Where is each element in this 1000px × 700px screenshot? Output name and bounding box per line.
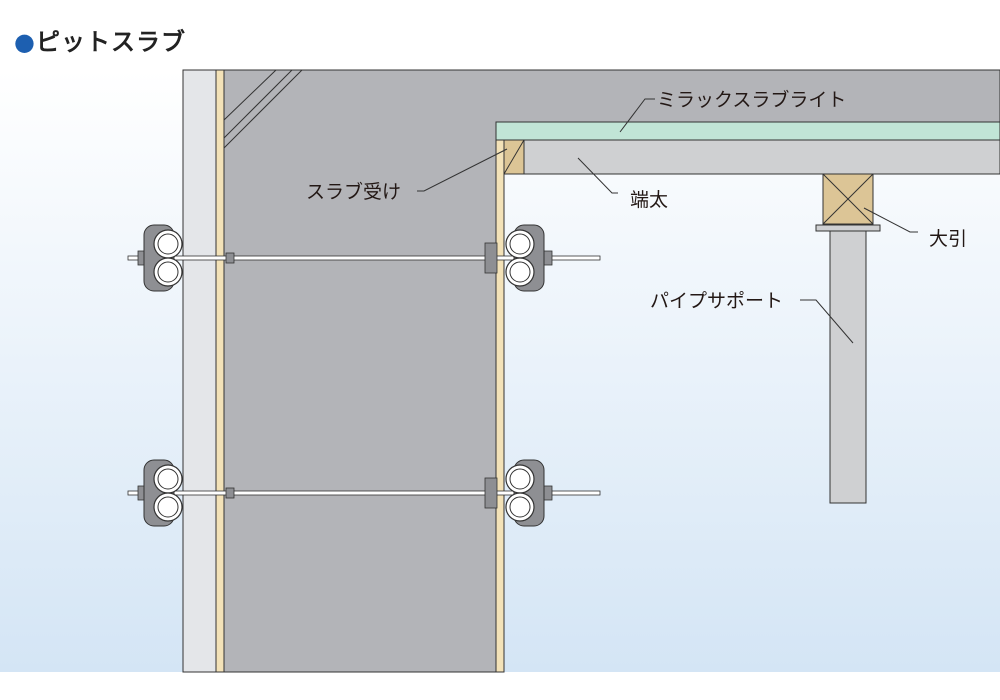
- outer-formwork: [182, 69, 217, 673]
- label-slab-receiver: スラブ受け: [306, 180, 401, 203]
- leader-lines: [417, 98, 918, 344]
- tie-rod-upper: [127, 224, 601, 292]
- label-slab: ミラックスラブライト: [657, 88, 846, 111]
- slab: [495, 121, 1000, 141]
- bullet-icon: ●: [14, 28, 36, 56]
- tie-rod-lower: [127, 459, 601, 527]
- label-main-beam: 大引: [929, 228, 967, 250]
- label-pipe-support: パイプサポート: [650, 290, 783, 312]
- left-plywood: [215, 69, 225, 673]
- title-text: ピットスラブ: [35, 28, 186, 56]
- support-cap: [815, 224, 881, 232]
- label-batten: 端太: [630, 189, 668, 211]
- hatch-lines: [223, 69, 303, 149]
- batten: [503, 139, 1000, 175]
- pipe-support: [829, 230, 867, 504]
- page-title: ●ピットスラブ: [14, 22, 186, 57]
- right-plywood: [495, 121, 505, 673]
